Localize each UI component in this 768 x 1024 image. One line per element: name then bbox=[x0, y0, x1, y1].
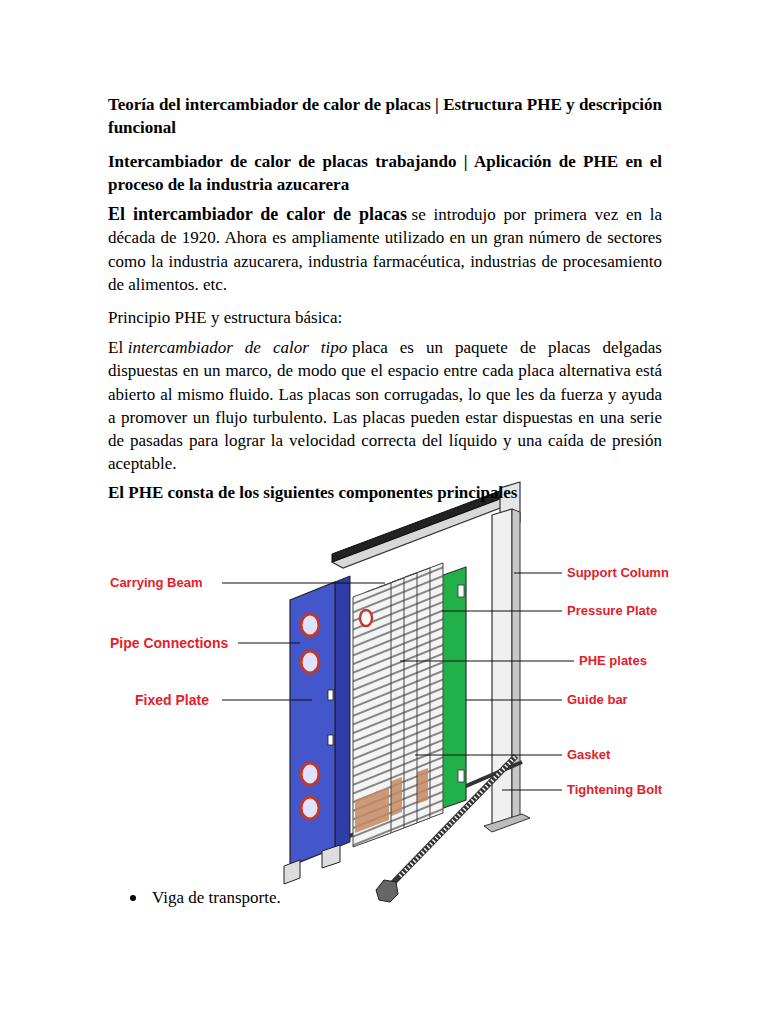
paragraph-text: El intercambiador de calor de placas bbox=[108, 204, 407, 224]
pipe-connection bbox=[301, 651, 319, 673]
fixed-plate-side bbox=[335, 576, 350, 848]
tightening-bolt bbox=[376, 756, 516, 902]
leader-line bbox=[442, 610, 562, 611]
leader-line bbox=[400, 660, 574, 661]
pipe-connection bbox=[301, 614, 319, 636]
leader-line bbox=[222, 582, 385, 583]
part-label: Tightening Bolt bbox=[567, 782, 662, 798]
bolt-head bbox=[376, 880, 398, 902]
fixed-plate-face bbox=[290, 582, 335, 866]
paragraph: El intercambiador de calor tipoplaca es u… bbox=[108, 336, 662, 476]
part-label: Pipe Connections bbox=[110, 635, 228, 651]
paragraph: Principio PHE y estructura básica: bbox=[108, 306, 662, 329]
part-label: Gasket bbox=[567, 747, 610, 763]
page-title: Teoría del intercambiador de calor de pl… bbox=[108, 93, 662, 140]
paragraph: El intercambiador de calor de placasse i… bbox=[108, 203, 662, 296]
part-label: Fixed Plate bbox=[135, 692, 209, 708]
leader-line bbox=[222, 699, 312, 700]
plate-notch bbox=[458, 585, 464, 597]
leader-line bbox=[466, 699, 562, 700]
paragraph-text: El PHE consta de los siguientes componen… bbox=[108, 483, 517, 502]
column-side bbox=[512, 509, 520, 822]
phe-plates bbox=[353, 563, 443, 847]
beam-face bbox=[332, 497, 516, 568]
leader-line bbox=[502, 789, 562, 790]
part-label: Carrying Beam bbox=[110, 575, 202, 591]
paragraph-text: Viga de transporte. bbox=[152, 888, 281, 907]
part-label: Pressure Plate bbox=[567, 603, 657, 619]
part-label: PHE plates bbox=[579, 653, 647, 669]
phe-plate bbox=[353, 583, 391, 847]
paragraph: El PHE consta de los siguientes componen… bbox=[108, 481, 662, 504]
plate-notch bbox=[458, 770, 464, 782]
leader-line bbox=[415, 754, 562, 755]
paragraph: Viga de transporte. bbox=[152, 886, 662, 909]
column-foot bbox=[484, 814, 530, 832]
paragraph-text: intercambiador de calor tipo bbox=[128, 338, 348, 357]
paragraph-text: El bbox=[108, 338, 123, 357]
leader-line bbox=[238, 642, 300, 643]
part-label: Support Column bbox=[567, 565, 669, 581]
part-label: Guide bar bbox=[567, 692, 628, 708]
paragraph: Intercambiador de calor de placas trabaj… bbox=[108, 150, 662, 197]
plate-notch bbox=[328, 690, 333, 700]
plate-foot bbox=[284, 860, 300, 884]
paragraph-text: placa es un paquete de placas delgadas d… bbox=[108, 338, 662, 473]
leader-line bbox=[514, 572, 562, 573]
pipe-connection bbox=[301, 763, 319, 785]
plate-foot bbox=[322, 845, 340, 868]
paragraph-text: Intercambiador de calor de placas trabaj… bbox=[108, 152, 662, 194]
paragraph-text: Principio PHE y estructura básica: bbox=[108, 308, 342, 327]
list-bullet bbox=[130, 895, 136, 901]
pipe-connection bbox=[301, 797, 319, 819]
plate-notch bbox=[328, 735, 333, 745]
bolt-thread bbox=[400, 756, 516, 876]
title-text: Teoría del intercambiador de calor de pl… bbox=[108, 95, 662, 137]
leader-lines bbox=[222, 573, 574, 790]
fixed-plate bbox=[284, 576, 350, 884]
bolt-shank bbox=[390, 756, 516, 886]
